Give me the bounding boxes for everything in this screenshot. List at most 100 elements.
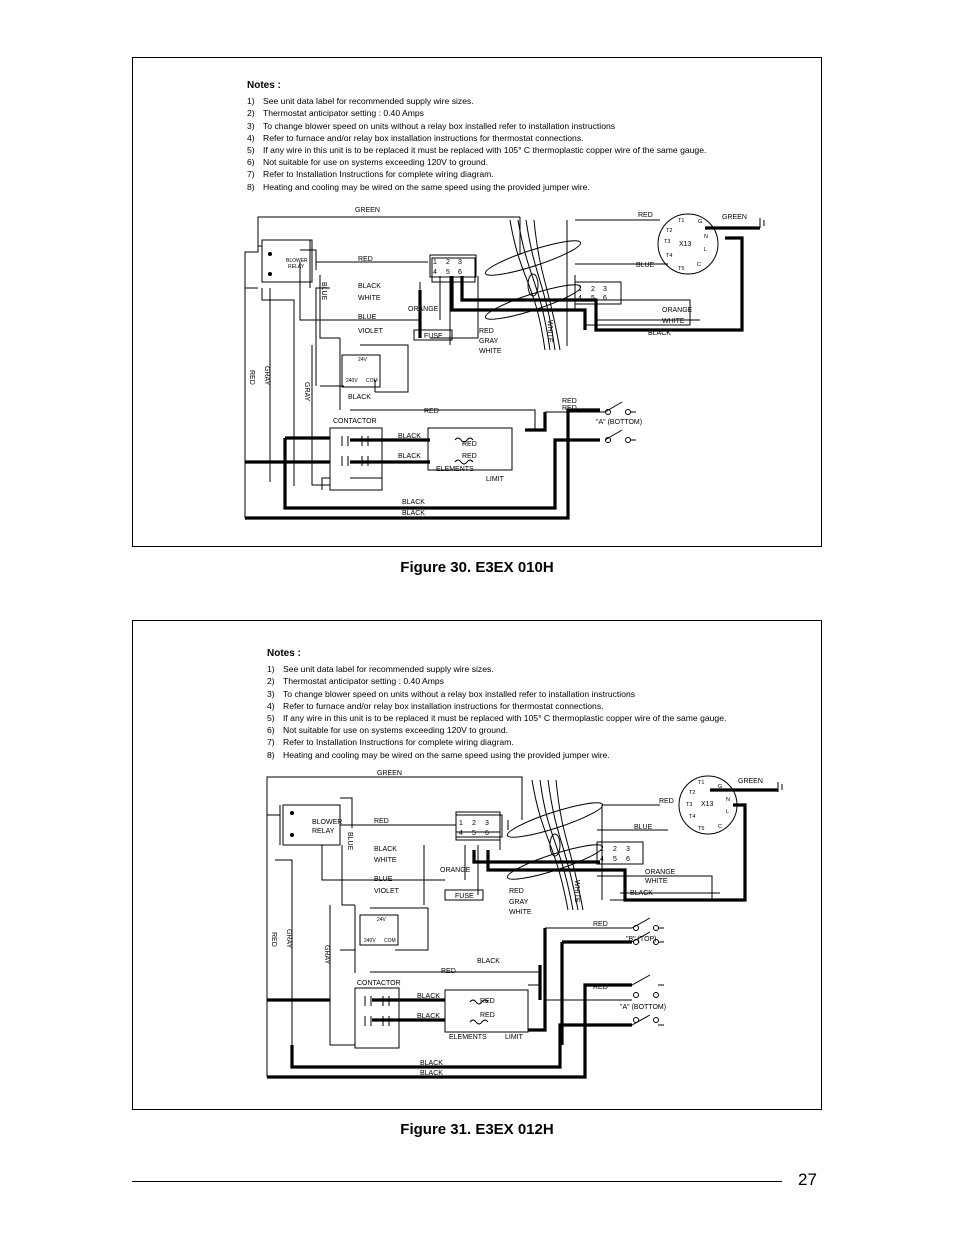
svg-text:WHITE: WHITE	[662, 318, 685, 325]
svg-text:BLACK: BLACK	[348, 394, 371, 401]
svg-text:X13: X13	[701, 801, 714, 808]
svg-text:5: 5	[472, 830, 476, 837]
svg-text:WHITE: WHITE	[374, 857, 397, 864]
svg-text:G: G	[718, 784, 722, 790]
svg-text:BLACK: BLACK	[420, 1060, 443, 1067]
svg-text:RED: RED	[479, 328, 494, 335]
note-item: 4)Refer to furnace and/or relay box inst…	[247, 132, 584, 143]
note-item: 2)Thermostat anticipator setting : 0.40 …	[267, 676, 444, 687]
svg-text:WHITE: WHITE	[479, 348, 502, 355]
svg-text:ORANGE: ORANGE	[645, 869, 676, 876]
svg-text:4: 4	[433, 269, 437, 276]
svg-text:3: 3	[485, 820, 489, 827]
svg-text:GREEN: GREEN	[722, 214, 747, 221]
svg-text:RED: RED	[593, 984, 608, 991]
note-item: 8)Heating and cooling may be wired on th…	[247, 181, 590, 192]
footer-rule	[132, 1181, 782, 1182]
svg-text:WHITE: WHITE	[546, 320, 553, 343]
svg-text:RED: RED	[358, 256, 373, 263]
svg-text:GREEN: GREEN	[377, 770, 402, 777]
svg-text:6: 6	[485, 830, 489, 837]
svg-text:BLACK: BLACK	[420, 1070, 443, 1077]
svg-text:T4: T4	[666, 253, 672, 259]
svg-text:RED: RED	[248, 370, 255, 385]
svg-text:4: 4	[578, 295, 582, 302]
svg-text:BLOWER: BLOWER	[286, 258, 308, 264]
svg-text:RED: RED	[462, 453, 477, 460]
svg-text:WHITE: WHITE	[573, 880, 580, 903]
note-item: 5)If any wire in this unit is to be repl…	[247, 145, 707, 156]
svg-text:T5: T5	[678, 266, 684, 272]
figure-30-panel	[132, 57, 822, 547]
note-item: 7)Refer to Installation Instructions for…	[267, 737, 514, 748]
svg-text:T1: T1	[678, 218, 684, 224]
svg-text:4: 4	[459, 830, 463, 837]
figure-31-caption: Figure 31. E3EX 012H	[400, 1121, 554, 1138]
svg-text:T2: T2	[666, 228, 672, 234]
svg-text:"B" (TOP): "B" (TOP)	[626, 936, 657, 943]
svg-text:BLUE: BLUE	[634, 824, 653, 831]
svg-text:2: 2	[591, 286, 595, 293]
svg-text:BLACK: BLACK	[358, 283, 381, 290]
note-item: 1)See unit data label for recommended su…	[267, 664, 494, 675]
svg-text:WHITE: WHITE	[509, 909, 532, 916]
svg-text:T3: T3	[664, 239, 670, 245]
figure-31-panel	[132, 620, 822, 1110]
svg-text:BLUE: BLUE	[636, 262, 655, 269]
svg-text:4: 4	[600, 856, 604, 863]
svg-text:BLUE: BLUE	[346, 832, 353, 851]
note-item: 6)Not suitable for use on systems exceed…	[267, 725, 509, 736]
svg-text:5: 5	[613, 856, 617, 863]
svg-text:COM: COM	[384, 938, 396, 944]
svg-text:LIMIT: LIMIT	[505, 1034, 524, 1041]
svg-text:6: 6	[458, 269, 462, 276]
svg-text:RED: RED	[374, 818, 389, 825]
svg-text:BLACK: BLACK	[648, 330, 671, 337]
svg-text:BLACK: BLACK	[630, 890, 653, 897]
svg-text:N: N	[726, 797, 730, 803]
svg-text:24V: 24V	[358, 357, 368, 363]
svg-text:COM: COM	[366, 378, 378, 384]
svg-text:BLACK: BLACK	[477, 958, 500, 965]
svg-text:BLACK: BLACK	[417, 993, 440, 1000]
notes-title: Notes :	[247, 80, 281, 91]
note-item: 1)See unit data label for recommended su…	[247, 96, 474, 107]
note-item: 3)To change blower speed on units withou…	[247, 120, 616, 131]
svg-text:ELEMENTS: ELEMENTS	[449, 1034, 487, 1041]
svg-text:GRAY: GRAY	[509, 899, 529, 906]
svg-text:T1: T1	[698, 780, 704, 786]
svg-text:GREEN: GREEN	[738, 778, 763, 785]
svg-text:ORANGE: ORANGE	[440, 867, 471, 874]
svg-text:2: 2	[472, 820, 476, 827]
svg-text:BLUE: BLUE	[374, 876, 393, 883]
svg-text:BLACK: BLACK	[402, 499, 425, 506]
svg-text:ELEMENTS: ELEMENTS	[436, 466, 474, 473]
svg-text:RELAY: RELAY	[288, 264, 305, 270]
svg-text:G: G	[698, 219, 702, 225]
svg-text:24V: 24V	[377, 917, 387, 923]
svg-text:LIMIT: LIMIT	[486, 476, 505, 483]
svg-text:GRAY: GRAY	[323, 945, 330, 965]
svg-text:CONTACTOR: CONTACTOR	[333, 418, 377, 425]
page-number: 27	[798, 1170, 817, 1189]
svg-text:RED: RED	[480, 998, 495, 1005]
note-item: 5)If any wire in this unit is to be repl…	[267, 713, 727, 724]
svg-text:GREEN: GREEN	[355, 207, 380, 214]
svg-text:"A" (BOTTOM): "A" (BOTTOM)	[620, 1004, 666, 1011]
svg-text:C: C	[718, 824, 722, 830]
note-item: 6)Not suitable for use on systems exceed…	[247, 157, 489, 168]
svg-text:N: N	[704, 234, 708, 240]
svg-text:WHITE: WHITE	[358, 295, 381, 302]
svg-text:BLACK: BLACK	[402, 510, 425, 517]
notes-block-fig30: Notes : 1)See unit data label for recomm…	[247, 80, 706, 193]
svg-text:T3: T3	[686, 802, 692, 808]
svg-text:ORANGE: ORANGE	[408, 306, 439, 313]
svg-text:3: 3	[458, 259, 462, 266]
svg-text:BLOWER: BLOWER	[312, 819, 342, 826]
svg-text:2: 2	[446, 259, 450, 266]
svg-text:3: 3	[626, 846, 630, 853]
svg-text:240V: 240V	[346, 378, 358, 384]
svg-text:T2: T2	[689, 790, 695, 796]
note-item: 2)Thermostat anticipator setting : 0.40 …	[247, 108, 424, 119]
svg-text:1: 1	[433, 259, 437, 266]
